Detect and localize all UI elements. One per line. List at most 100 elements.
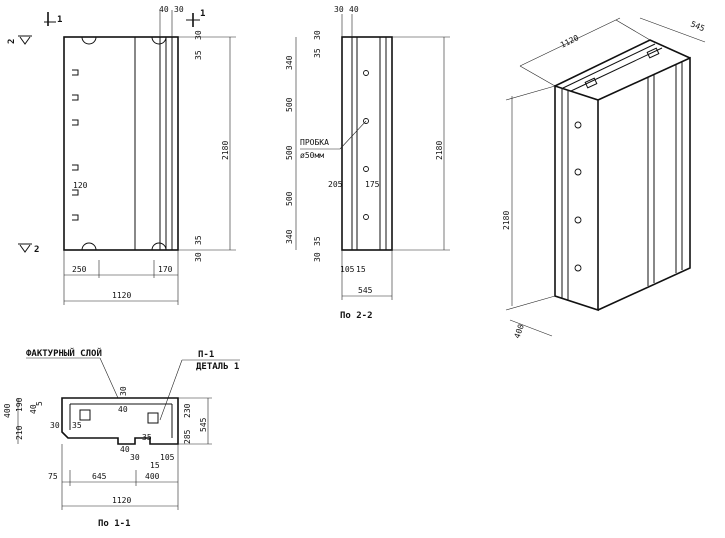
dim-label: 170 — [158, 265, 173, 274]
iso-top-edge — [562, 43, 656, 89]
dim-label: 500 — [285, 145, 294, 160]
section-arrow — [19, 244, 31, 253]
dim-label: 1120 — [559, 33, 580, 50]
anchor-mark — [72, 214, 79, 221]
dim-label: 230 — [183, 403, 192, 418]
dim-label: 30 — [130, 453, 140, 462]
dim-label: 105 — [340, 265, 355, 274]
anchor-mark — [72, 164, 79, 171]
dim-label: 205 — [328, 180, 343, 189]
dim-label: 30 — [313, 30, 322, 40]
lifting-loop — [151, 36, 167, 45]
dim-label: 75 — [48, 472, 58, 481]
dim-label: 1120 — [112, 291, 131, 300]
iso-plug-hole — [574, 121, 582, 129]
dim-label: 645 — [92, 472, 107, 481]
dim-label: 190 — [15, 397, 24, 412]
leader-line — [99, 357, 119, 399]
dimension-line — [505, 295, 556, 311]
dim-label: 400 — [3, 403, 12, 418]
dim-label: 35 — [313, 48, 322, 58]
part-label: П-1 — [198, 350, 214, 360]
dim-label: 2180 — [502, 211, 511, 230]
dim-label: 40 — [349, 5, 359, 14]
dim-label: 35 — [313, 236, 322, 246]
embed-part — [79, 409, 91, 421]
dim-label: 545 — [689, 20, 706, 34]
plug-hole — [363, 118, 369, 124]
dim-label: 120 — [73, 181, 88, 190]
iso-side-face — [597, 56, 691, 311]
side-view: 30 40 340 500 500 500 340 30 35 35 30 ПР… — [285, 5, 450, 321]
dim-label: 30 — [174, 5, 184, 14]
lifting-loop — [81, 242, 97, 251]
iso-hole — [646, 47, 660, 59]
leader-line — [339, 120, 367, 150]
dim-label: 250 — [72, 265, 87, 274]
leader-line — [159, 359, 183, 421]
plug-hole — [363, 214, 369, 220]
dimension-line — [615, 19, 651, 41]
dim-label: 500 — [285, 191, 294, 206]
dim-label: 35 — [194, 235, 203, 245]
iso-plug-hole — [574, 264, 582, 272]
section-marker-label: 2 — [34, 245, 39, 255]
dim-label: 30 — [334, 5, 344, 14]
anchor-mark — [72, 119, 79, 126]
plug-hole — [363, 70, 369, 76]
section-view: ФАКТУРНЫЙ СЛОЙ П-1 ДЕТАЛЬ 1 400 210 190 … — [3, 347, 240, 529]
dim-label: 30 — [194, 30, 203, 40]
dim-label: 40 — [120, 445, 130, 454]
iso-plug-hole — [574, 168, 582, 176]
iso-hole — [584, 77, 598, 89]
view-caption: По 1-1 — [98, 519, 131, 529]
dimension-line — [505, 85, 556, 101]
part-label: ДЕТАЛЬ 1 — [196, 362, 239, 372]
dimension-line — [519, 65, 556, 87]
side-panel-outline — [341, 36, 393, 251]
dim-label: 400 — [145, 472, 160, 481]
dim-label: 15 — [356, 265, 366, 274]
dim-label: 105 — [160, 453, 175, 462]
section-marker-label: 1 — [57, 15, 62, 25]
dimension-line — [509, 319, 553, 337]
dim-label: 2180 — [221, 141, 230, 160]
plug-diameter-label: ø50мм — [300, 151, 324, 160]
iso-top-face — [554, 39, 691, 87]
dim-label: 340 — [285, 55, 294, 70]
isometric-view: 1120 545 2180 400 — [502, 17, 706, 340]
dimension-line — [519, 17, 621, 67]
dim-label: 35 — [194, 50, 203, 60]
embed-part — [147, 412, 159, 424]
dim-label: 340 — [285, 229, 294, 244]
anchor-mark — [72, 94, 79, 101]
dim-label: 40 — [159, 5, 169, 14]
dim-label: 5 — [35, 401, 44, 406]
section-arrow — [19, 36, 31, 45]
iso-plug-hole — [574, 216, 582, 224]
dim-label: 285 — [183, 429, 192, 444]
dimension-line — [639, 17, 706, 43]
plug-hole — [363, 166, 369, 172]
front-view: 1 1 2 2 40 30 30 35 35 30 2180 120 2 — [7, 5, 236, 305]
dim-label: 175 — [365, 180, 380, 189]
dim-label: 35 — [72, 421, 82, 430]
anchor-mark — [72, 69, 79, 76]
lifting-loop — [81, 36, 97, 45]
lifting-loop — [151, 242, 167, 251]
facing-layer-label: ФАКТУРНЫЙ СЛОЙ — [26, 347, 102, 359]
section-outline — [61, 397, 179, 445]
dim-label: 30 — [313, 252, 322, 262]
dim-label: 545 — [199, 417, 208, 432]
dim-label: 30 — [194, 252, 203, 262]
section-marker-label: 1 — [200, 9, 205, 19]
plug-label: ПРОБКА — [300, 138, 329, 147]
dim-label: 500 — [285, 97, 294, 112]
iso-front-face — [554, 84, 599, 312]
dim-label: 545 — [358, 286, 373, 295]
dim-label: 40 — [118, 405, 128, 414]
view-caption: По 2-2 — [340, 311, 373, 321]
front-panel-outline — [63, 36, 179, 251]
anchor-mark — [72, 189, 79, 196]
